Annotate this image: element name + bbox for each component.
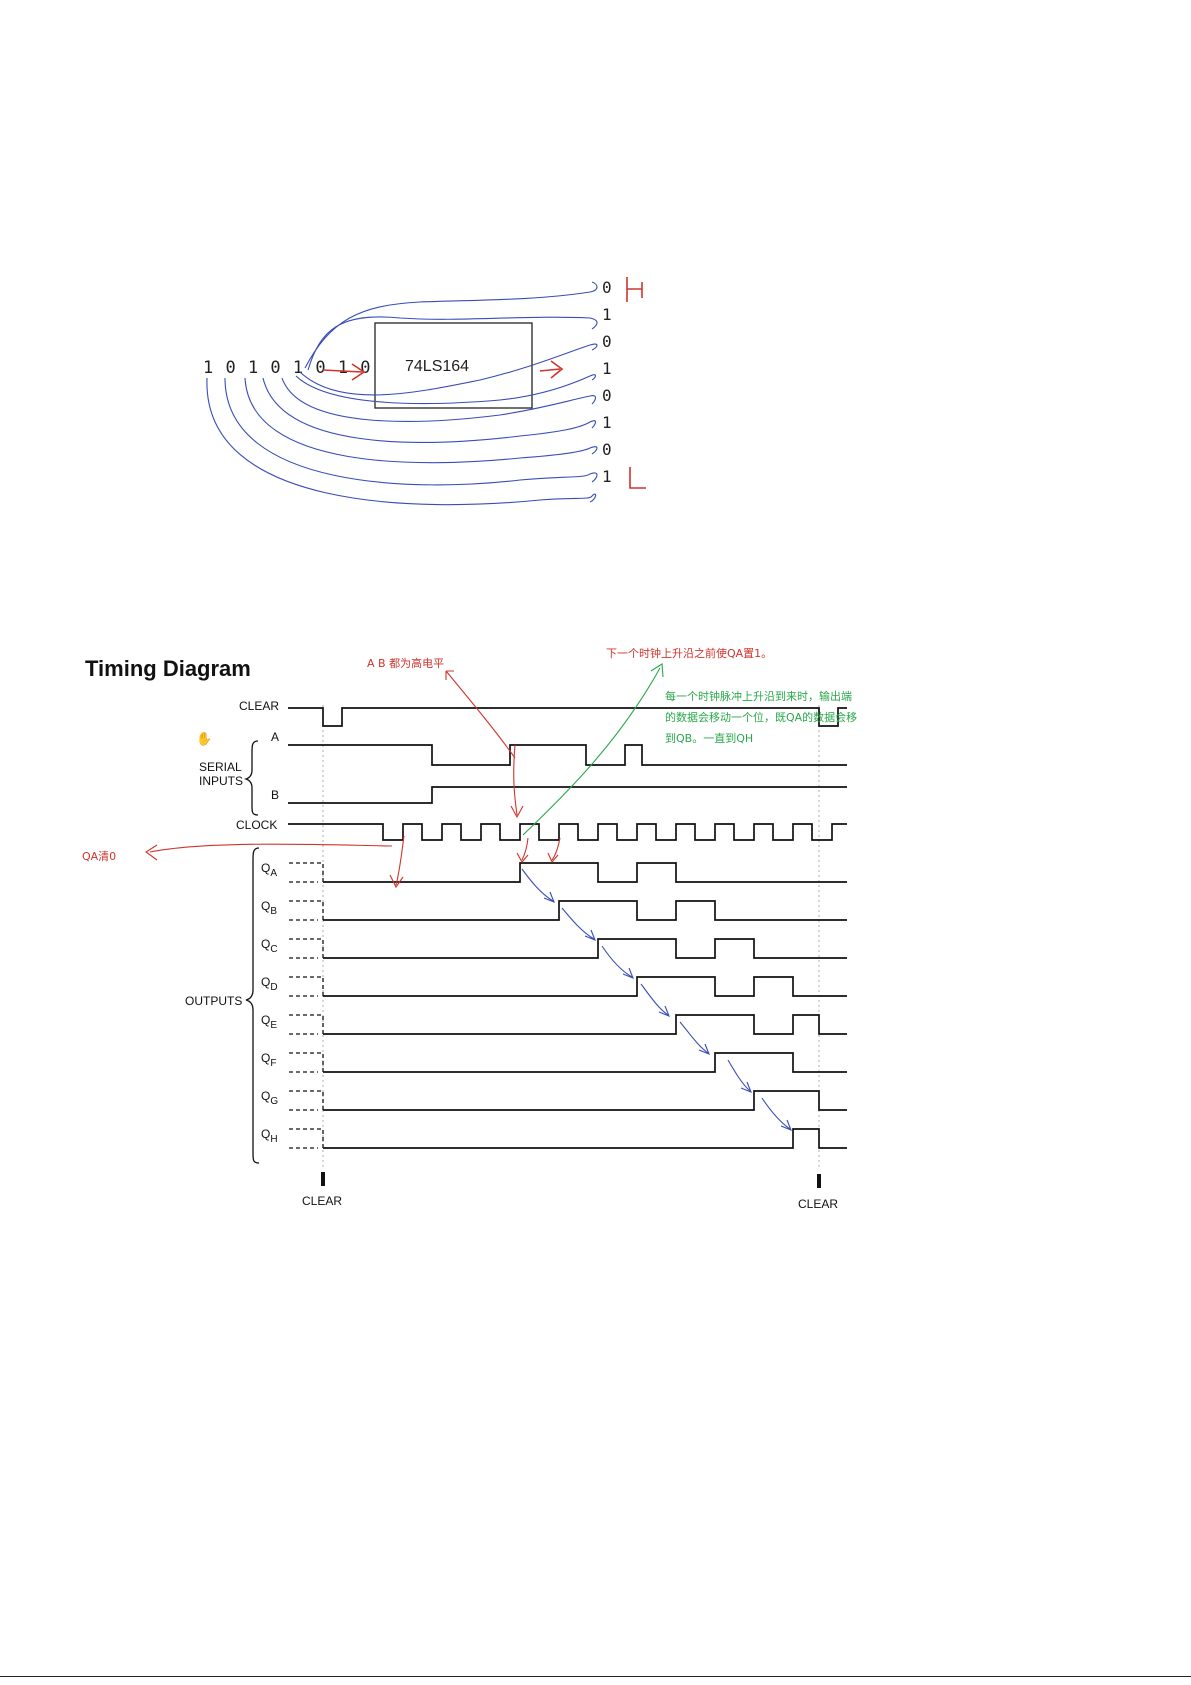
q-letter: Q xyxy=(261,1089,270,1103)
output-bit: 0 xyxy=(602,440,612,459)
shift-register-sketch: 74LS164 1 0 1 0 1 0 1 0 0 1 0 1 0 1 0 xyxy=(203,277,646,505)
label-inputs: INPUTS xyxy=(199,774,243,788)
output-bit: 1 xyxy=(602,359,612,378)
label-clock: CLOCK xyxy=(236,818,277,832)
annotation-qa-clear: QA清0 xyxy=(82,850,116,863)
input-bit-string: 1 0 1 0 1 0 1 0 xyxy=(203,358,372,378)
green-annotation: 每一个时钟脉冲上升沿到来时，输出端 的数据会移动一个位，既QA的数据会移 到QB… xyxy=(665,689,857,745)
unknown-state-marks xyxy=(289,863,323,1148)
label-clear: CLEAR xyxy=(239,699,279,713)
label-qc: QC xyxy=(261,937,278,955)
q-letter: Q xyxy=(261,1127,270,1141)
q-sub: A xyxy=(270,868,277,879)
label-serial: SERIAL xyxy=(199,760,242,774)
q-letter: Q xyxy=(261,1051,270,1065)
q-sub: H xyxy=(270,1134,277,1145)
q-sub: B xyxy=(270,906,277,917)
clear-marker-left-tick xyxy=(321,1172,325,1186)
q-sub: D xyxy=(270,982,277,993)
label-qd: QD xyxy=(261,975,278,993)
timing-diagram: Timing Diagram CLEAR A B CLOCK SERIAL IN… xyxy=(82,646,857,1211)
label-qg: QG xyxy=(261,1089,278,1107)
annotation-ab-high: A B 都为高电平 xyxy=(367,656,444,670)
diagram-title: Timing Diagram xyxy=(85,656,251,681)
waveforms xyxy=(288,708,847,1148)
hand-cursor-icon: ✋ xyxy=(196,731,212,747)
output-bit: 0 xyxy=(602,332,612,351)
label-qf: QF xyxy=(261,1051,276,1069)
wave-a xyxy=(288,745,847,765)
wave-qe xyxy=(323,1015,847,1034)
output-bit: 1 xyxy=(602,305,612,324)
label-a: A xyxy=(271,730,279,744)
serial-inputs-brace xyxy=(246,741,258,815)
clear-marker-right-tick xyxy=(817,1174,821,1188)
wave-b xyxy=(288,787,847,803)
page-bottom-rule xyxy=(0,1676,1191,1677)
q-sub: E xyxy=(270,1020,277,1031)
shift-note-line-3: 到QB。一直到QH xyxy=(665,731,753,745)
outputs-brace xyxy=(246,848,259,1163)
output-bit: 0 xyxy=(602,278,612,297)
output-bit: 0 xyxy=(602,386,612,405)
bracket-top xyxy=(627,277,642,302)
q-letter: Q xyxy=(261,937,270,951)
label-qh: QH xyxy=(261,1127,278,1145)
wave-clock xyxy=(288,824,847,840)
wave-qf xyxy=(323,1053,847,1072)
q-letter: Q xyxy=(261,899,270,913)
shift-note-line-2: 的数据会移动一个位，既QA的数据会移 xyxy=(665,710,857,724)
shift-note-line-1: 每一个时钟脉冲上升沿到来时，输出端 xyxy=(665,689,852,703)
label-qa: QA xyxy=(261,861,277,879)
q-letter: Q xyxy=(261,861,270,875)
label-qb: QB xyxy=(261,899,277,917)
wave-qc xyxy=(323,939,847,958)
label-b: B xyxy=(271,788,279,802)
wave-qb xyxy=(323,901,847,920)
output-bit: 1 xyxy=(602,413,612,432)
wave-qh xyxy=(323,1129,847,1148)
output-bits: 0 1 0 1 0 1 0 1 xyxy=(602,278,612,486)
q-sub: G xyxy=(270,1096,278,1107)
q-letter: Q xyxy=(261,975,270,989)
label-qe: QE xyxy=(261,1013,277,1031)
arrow-out xyxy=(540,369,560,371)
blue-shift-arrows xyxy=(522,869,791,1130)
output-labels: QA QB QC QD QE QF QG QH xyxy=(261,861,278,1145)
wiring xyxy=(207,282,597,505)
q-letter: Q xyxy=(261,1013,270,1027)
q-sub: F xyxy=(270,1058,276,1069)
annotation-next-clock: 下一个时钟上升沿之前使QA置1。 xyxy=(606,646,772,660)
clear-marker-left: CLEAR xyxy=(302,1194,342,1208)
output-bit: 1 xyxy=(602,467,612,486)
chip-label: 74LS164 xyxy=(405,358,469,375)
wave-qd xyxy=(323,977,847,996)
label-outputs: OUTPUTS xyxy=(185,994,242,1008)
clear-marker-right: CLEAR xyxy=(798,1197,838,1211)
q-sub: C xyxy=(270,944,277,955)
bracket-bottom xyxy=(630,467,646,488)
